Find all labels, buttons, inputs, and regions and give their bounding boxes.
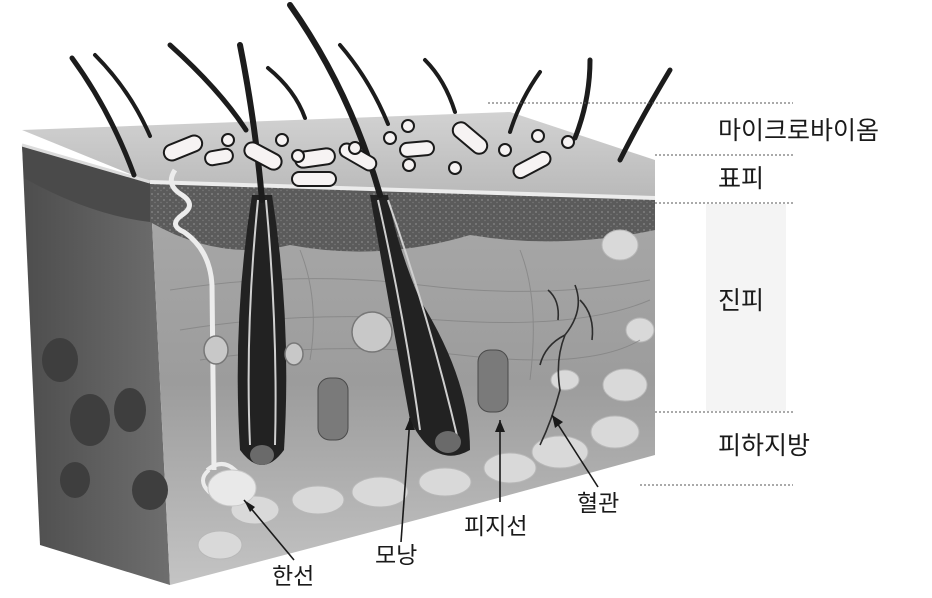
- microbiome-label: 마이크로바이옴: [718, 118, 879, 143]
- epidermis-label: 표피: [718, 166, 764, 191]
- sweat-gland-label: 한선: [272, 566, 314, 589]
- hair-follicle-label: 모낭: [375, 545, 417, 568]
- hypodermis-label: 피하지방: [718, 433, 810, 458]
- blood-vessel-label: 혈관: [577, 493, 619, 516]
- dermis-label: 진피: [718, 288, 764, 313]
- sebaceous-gland-label: 피지선: [464, 516, 527, 539]
